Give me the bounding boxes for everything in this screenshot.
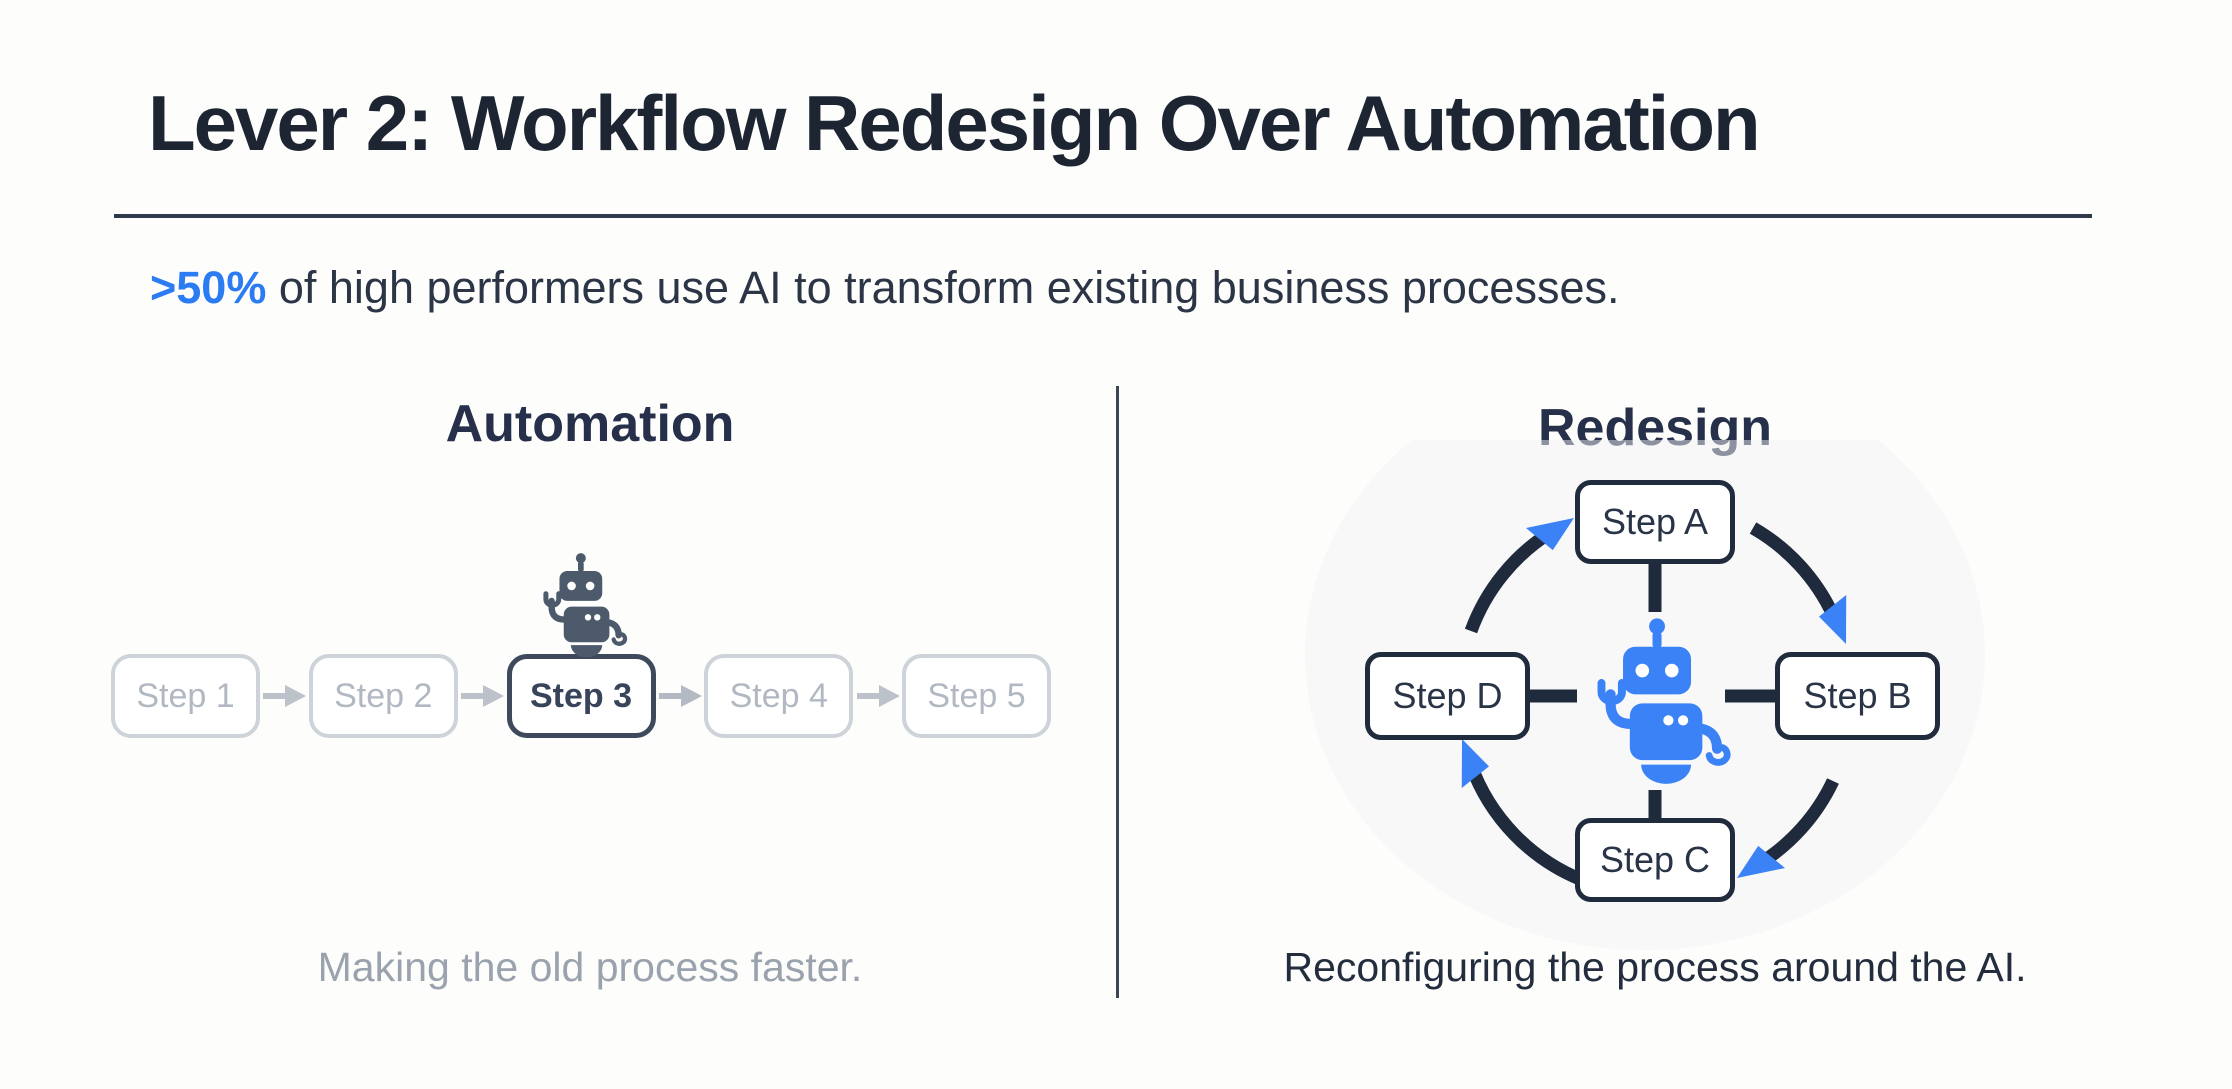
arrow-right-icon [461,685,505,707]
step-box-3-active: Step 3 [506,654,656,738]
redesign-panel: Redesign [1145,388,2165,1048]
arrow-right-icon [263,685,307,707]
automation-caption: Making the old process faster. [317,944,863,990]
cycle-box-step-b: Step B [1775,652,1940,740]
arrowhead-clockwise-icon [1461,518,1847,878]
title-divider [114,214,2092,218]
step-box-4: Step 4 [704,654,854,738]
arrow-right-icon [856,685,900,707]
spoke-connectors [1530,564,1775,818]
subtitle-text: of high performers use AI to transform e… [266,262,1620,313]
linear-flow: Step 1 Step 2 Step 3 Step 4 Step 5 [111,654,1051,738]
page-title: Lever 2: Workflow Redesign Over Automati… [148,79,1761,167]
subtitle-stat: >50% [150,262,267,313]
automation-panel: Automation Step 1 Step 2 Step 3 Step 4 [100,388,1080,1048]
panel-divider [1116,386,1119,998]
arrow-right-icon [658,685,702,707]
cycle-box-step-c: Step C [1575,818,1735,902]
automation-heading: Automation [445,395,735,453]
cycle-ring [1305,440,1985,950]
subtitle: >50% of high performers use AI to transf… [150,262,1619,314]
step-box-5: Step 5 [902,654,1051,738]
robot-icon [528,551,628,658]
ring-arcs [1464,522,1839,887]
step-box-1: Step 1 [111,654,260,738]
cycle-box-step-a: Step A [1575,480,1735,564]
step-box-2: Step 2 [308,654,458,738]
redesign-caption: Reconfiguring the process around the AI. [1283,944,2027,990]
cycle-diagram: Step A Step B Step C Step D [1145,440,2165,1000]
cycle-box-step-d: Step D [1365,652,1530,740]
